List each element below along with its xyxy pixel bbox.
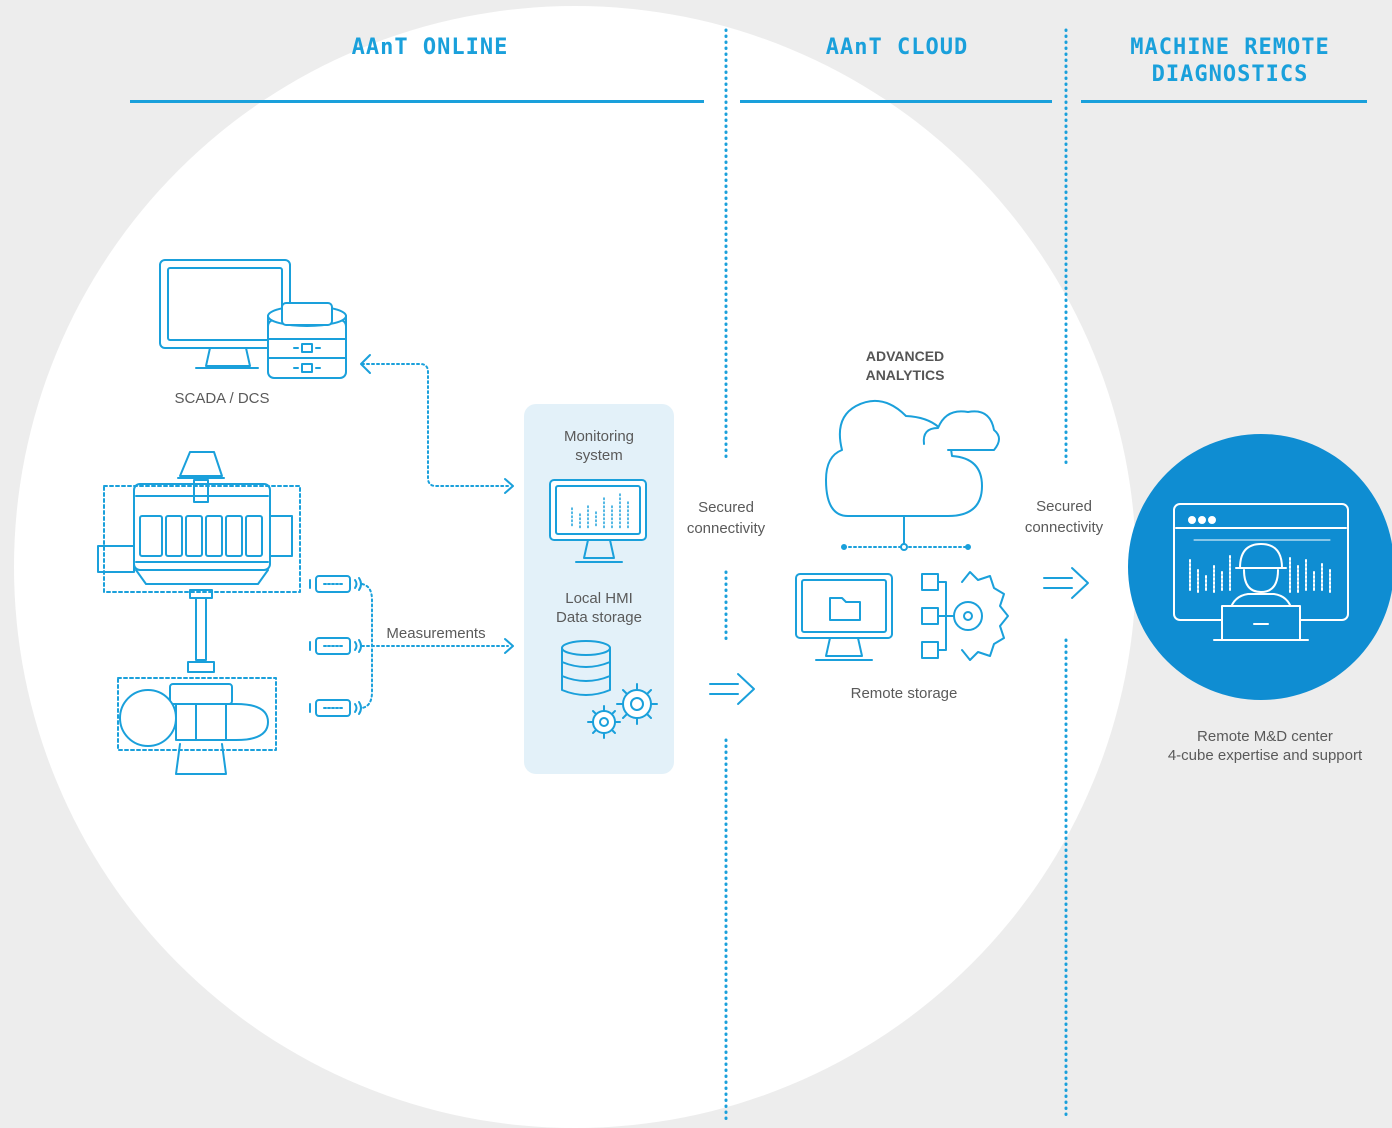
cloud-icon bbox=[825, 399, 1000, 551]
local-hmi-label: Local HMI Data storage bbox=[556, 590, 642, 626]
engineer-dashboard-icon bbox=[1173, 503, 1349, 641]
sensor-icon bbox=[309, 575, 514, 717]
remote-storage-label: Remote storage bbox=[850, 685, 958, 702]
gear-network-icon bbox=[921, 571, 1009, 661]
secured-connectivity-label-1: Secured connectivity bbox=[686, 499, 766, 537]
monitoring-system-label: Monitoring system bbox=[563, 428, 635, 464]
measurements-label: Measurements bbox=[386, 625, 486, 642]
folder-monitor-icon bbox=[795, 573, 893, 661]
advanced-analytics-label: ADVANCED ANALYTICS bbox=[865, 348, 945, 383]
monitor-server-icon bbox=[159, 259, 347, 379]
arrow-right-icon bbox=[709, 673, 755, 705]
underline-online bbox=[130, 100, 704, 103]
monitor-chart-icon bbox=[549, 479, 647, 563]
scada-label: SCADA / DCS bbox=[174, 390, 270, 407]
database-gears-icon bbox=[561, 640, 658, 739]
underline-cloud bbox=[740, 100, 1052, 103]
generator-icon bbox=[97, 451, 301, 775]
underline-remote bbox=[1081, 100, 1367, 103]
arrow-right-icon-2 bbox=[1043, 567, 1089, 599]
scada-link-arrow bbox=[360, 354, 514, 494]
heading-aant-online: AAnT ONLINE bbox=[351, 35, 509, 60]
remote-md-center-label: Remote M&D center 4-cube expertise and s… bbox=[1167, 728, 1363, 764]
heading-machine-remote-diagnostics: MACHINE REMOTE DIAGNOSTICS bbox=[1130, 35, 1330, 87]
heading-aant-cloud: AAnT CLOUD bbox=[825, 35, 969, 60]
secured-connectivity-label-2: Secured connectivity bbox=[1024, 498, 1104, 536]
